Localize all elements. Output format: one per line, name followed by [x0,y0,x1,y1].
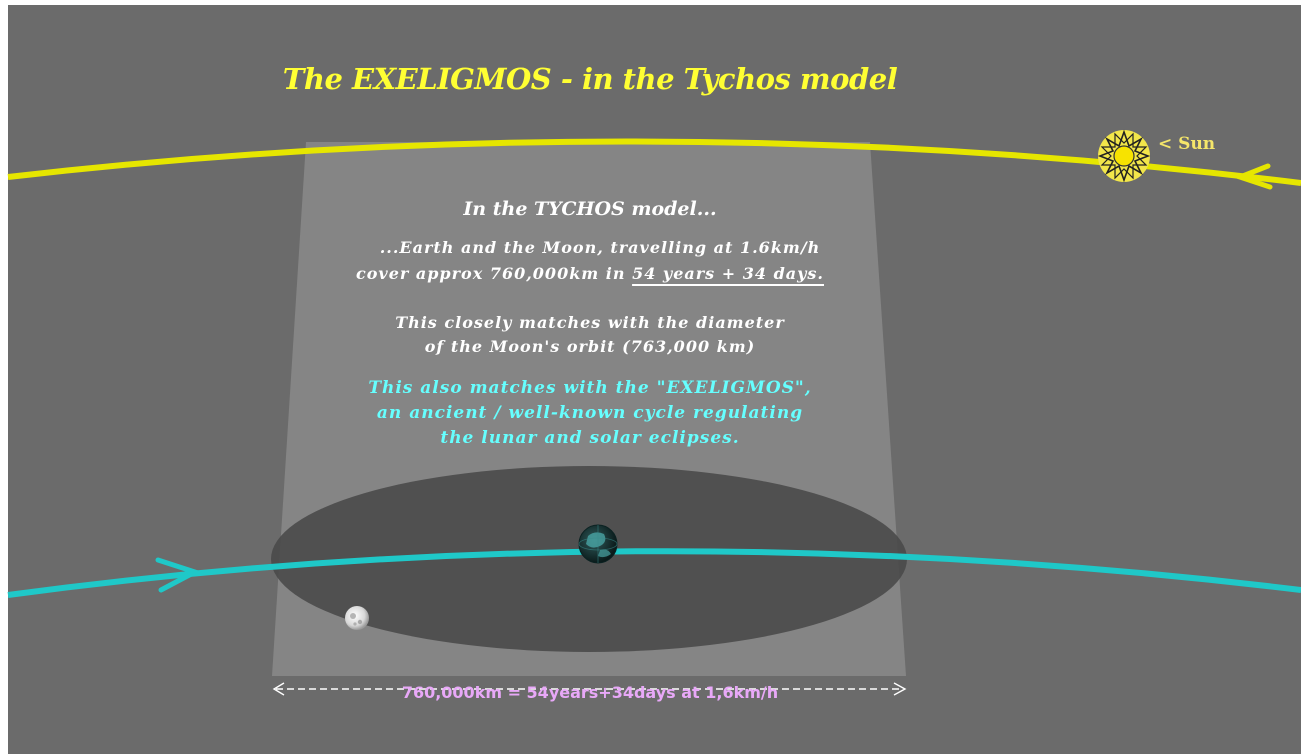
sun-orbit-arrow [1232,163,1273,190]
measure-label: 760,000km = 54years+34days at 1,6km/h [401,683,779,702]
sun-icon [1097,129,1151,183]
exeligmos-line-2: an ancient / well-known cycle regulating [376,403,804,423]
exeligmos-line-3: the lunar and solar eclipses. [440,428,740,448]
moon-icon [345,606,369,630]
exeligmos-line-1: This also matches with the "EXELIGMOS", [368,378,812,398]
panel-line-2: cover approx 760,000km in 54 years + 34 … [290,264,890,283]
panel-line-2-prefix: cover approx 760,000km in [355,264,633,283]
sun-label: < Sun [1158,134,1216,154]
panel-line-1: ...Earth and the Moon, travelling at 1.6… [379,238,821,257]
panel-line-2-underlined: 54 years + 34 days. [632,264,824,283]
match-line-1: This closely matches with the diameter [395,313,785,332]
earth-icon [578,524,618,564]
panel-heading: In the TYCHOS model... [463,198,717,220]
earth-orbit-arrow [155,557,202,593]
measure-arrow [272,682,907,696]
page-title: The EXELIGMOS - in the Tychos model [282,62,898,96]
match-line-2: of the Moon's orbit (763,000 km) [424,337,756,356]
